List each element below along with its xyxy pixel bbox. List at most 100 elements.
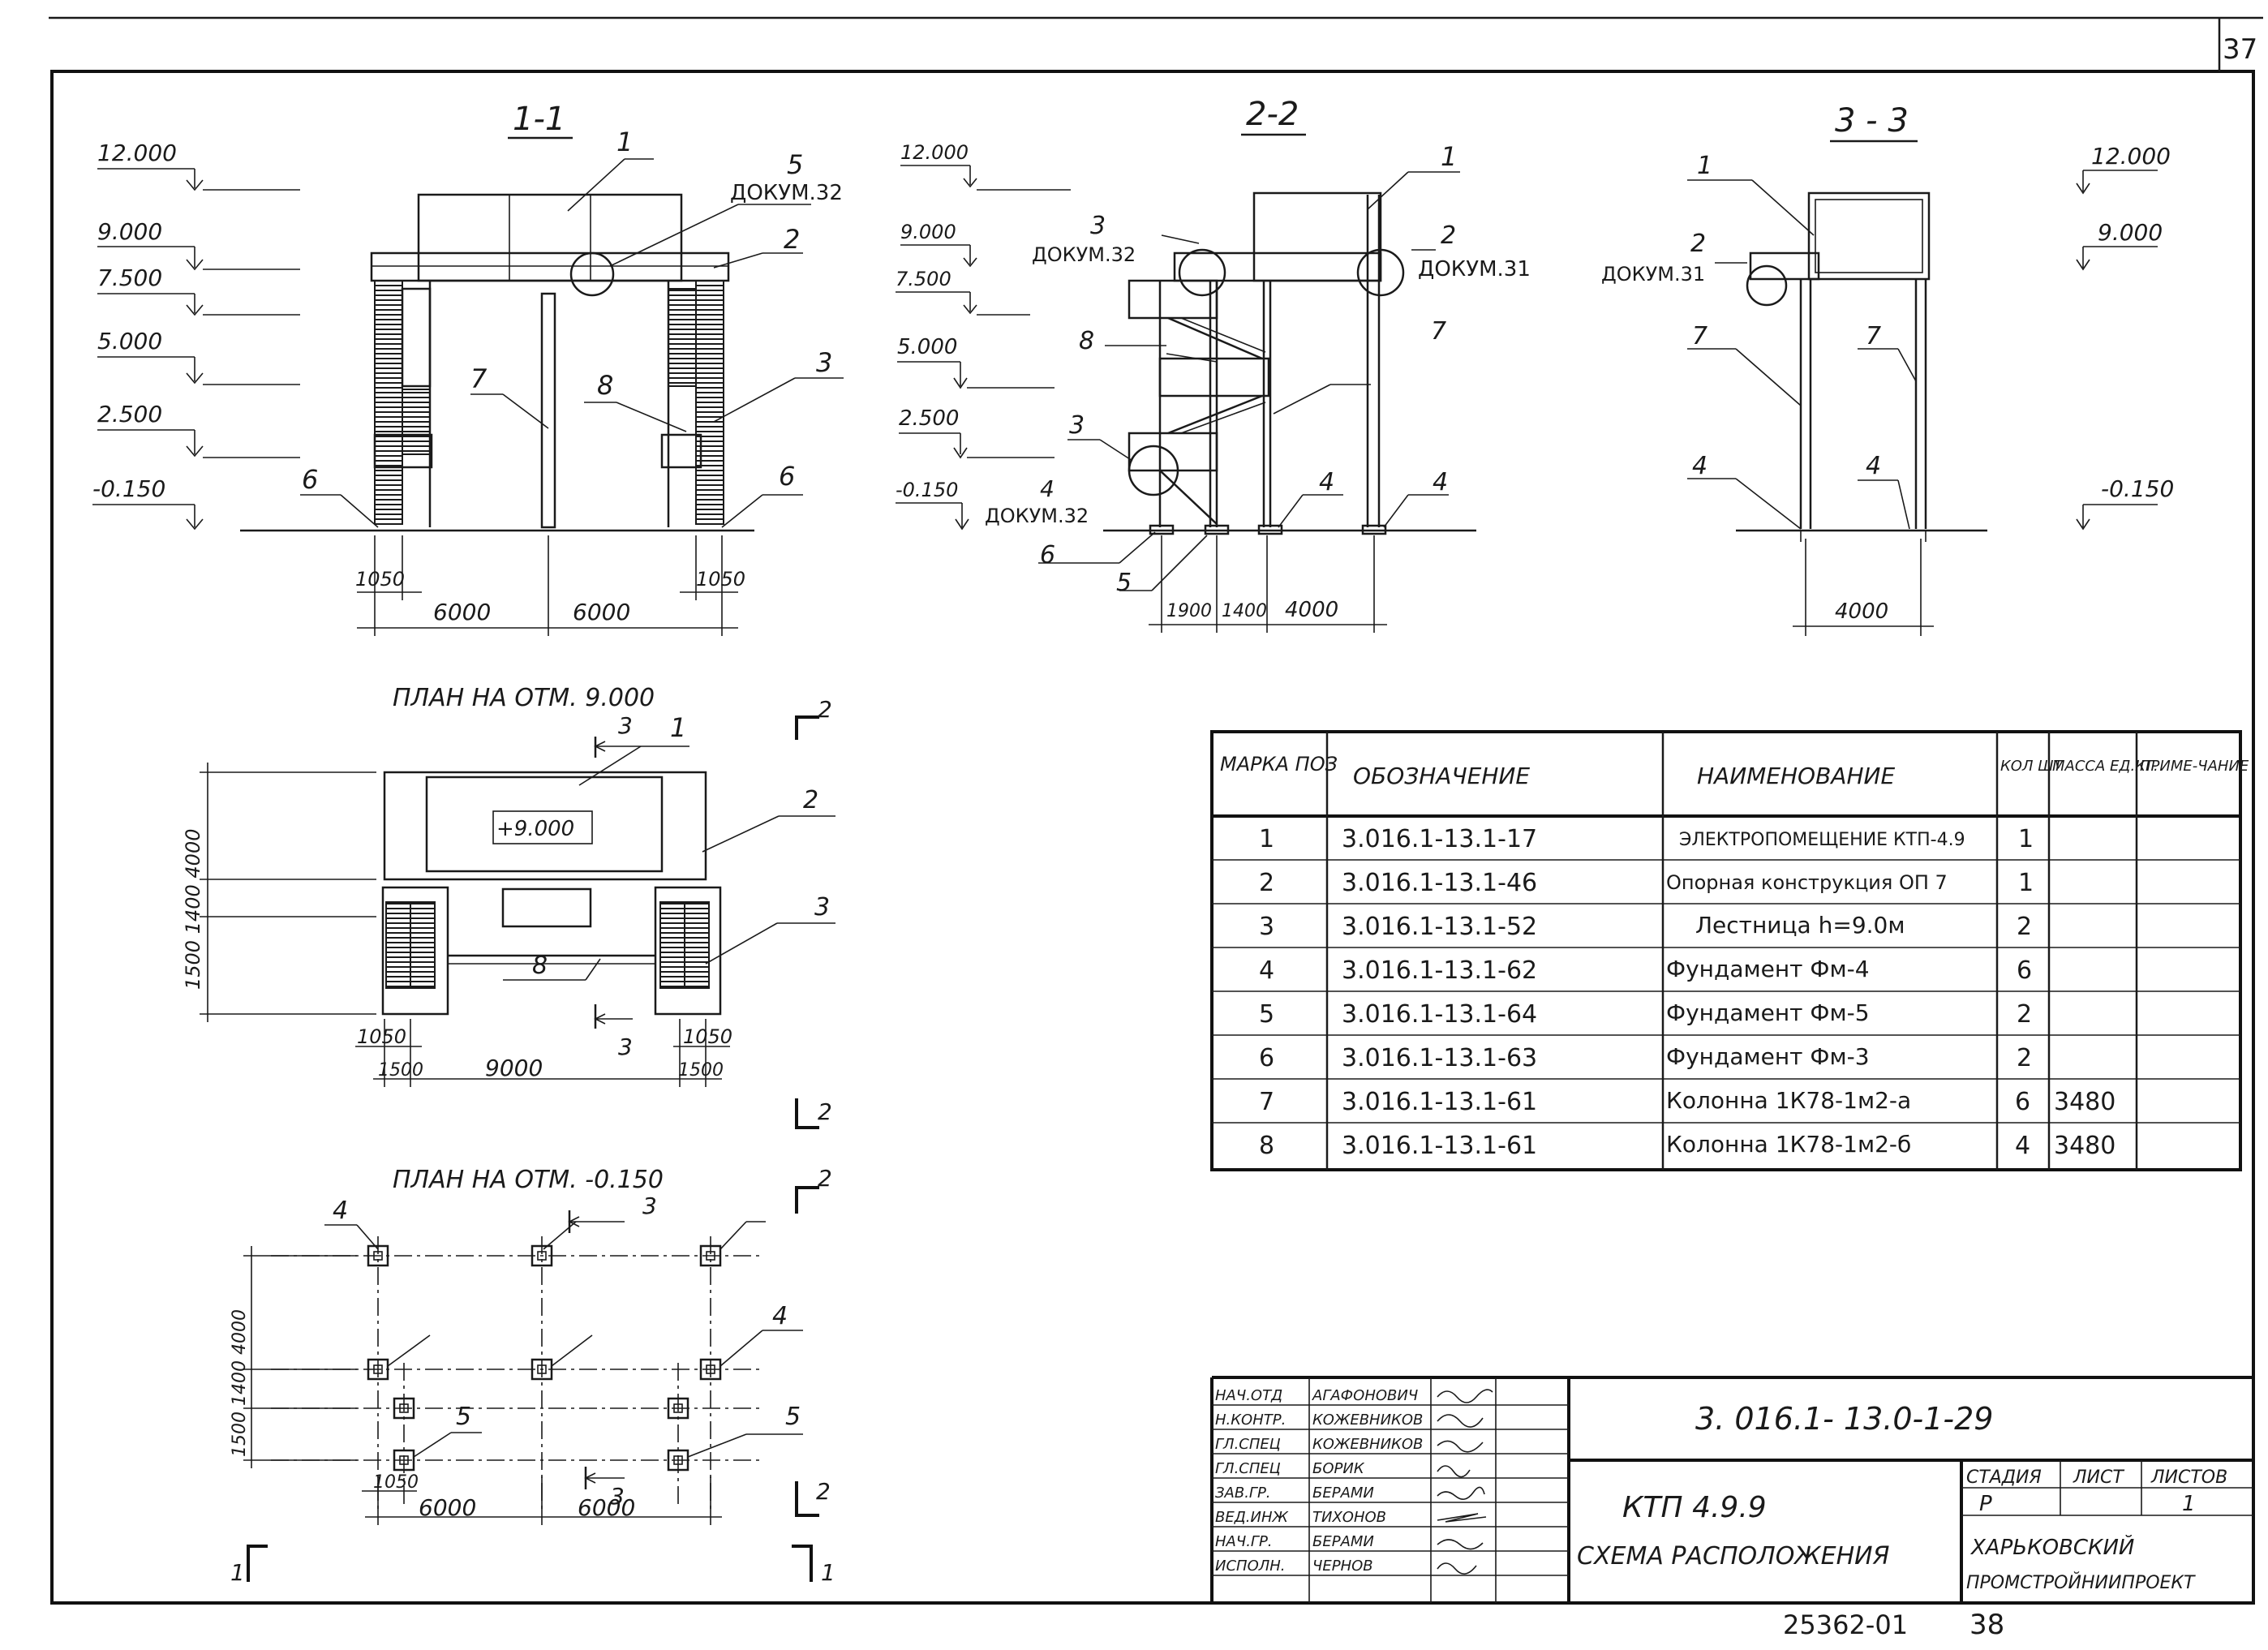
title-block: 3. 016.1- 13.0-1-29 КТП 4.9.9 СХЕМА РАСП… — [1210, 1376, 2253, 1603]
leaders-plan-9000 — [503, 746, 835, 981]
level-5000: 5.000 — [97, 328, 162, 354]
dims-1-1 — [357, 535, 738, 636]
stage-header: СТАДИЯ — [1966, 1467, 2042, 1488]
callout-1: 1 — [1441, 141, 1457, 172]
cell-pos: 1 — [1259, 825, 1274, 853]
dims-3-3 — [1793, 539, 1934, 636]
callout-7: 7 — [470, 363, 488, 394]
cell-designation: 3.016.1-13.1-61 — [1342, 1132, 1537, 1160]
cell-qty: 1 — [2018, 825, 2034, 853]
footings — [367, 1244, 722, 1472]
section-2-2-title: 2-2 — [1246, 96, 1299, 133]
handwritten-signatures — [1437, 1389, 1493, 1575]
callout-5-left: 5 — [456, 1403, 471, 1431]
table-row: 5 3.016.1-13.1-64 Фундамент Фм-5 2 — [1259, 999, 2032, 1029]
stage-value: Р — [1979, 1492, 1992, 1516]
bottom-page: 38 — [1969, 1609, 2004, 1641]
cut-mark-1-left: 1 — [230, 1559, 245, 1586]
dims-plan-0150 — [243, 1246, 722, 1525]
level-2500: 2.500 — [899, 406, 959, 431]
leaders-plan-0150 — [324, 1221, 803, 1458]
callout-1: 1 — [670, 712, 686, 743]
level-9000: 9.000 — [2098, 219, 2163, 246]
signature-row: ГЛ.СПЕЦ КОЖЕВНИКОВ — [1215, 1436, 1423, 1453]
level-12000: 12.000 — [900, 141, 969, 164]
role: ГЛ.СПЕЦ — [1215, 1460, 1281, 1477]
cell-pos: 4 — [1259, 956, 1274, 985]
callout-1: 1 — [1697, 152, 1712, 180]
cell-name: Фундамент Фм-3 — [1666, 1043, 1870, 1070]
dim-6000-left: 6000 — [433, 599, 491, 625]
dims-2-2 — [1149, 535, 1387, 633]
level-marks-1-1: 12.000 9.000 7.500 5.000 2.500 -0.150 — [92, 140, 300, 531]
doc-ref-32-bottom: ДОКУМ.32 — [985, 505, 1089, 527]
callout-4-left: 4 — [1692, 452, 1707, 480]
signer: АГАФОНОВИЧ — [1312, 1387, 1418, 1404]
plan-9000: ПЛАН НА ОТМ. 9.000 +9.000 2 2 3 1 2 — [182, 684, 835, 1129]
signer: БОРИК — [1312, 1460, 1365, 1477]
leaders-3-3 — [1687, 179, 1917, 530]
role: НАЧ.ГР. — [1215, 1533, 1273, 1550]
dim-6000-right: 6000 — [573, 599, 630, 625]
cell-name: Колонна 1К78-1м2-б — [1666, 1131, 1911, 1158]
signature-row: НАЧ.ОТД АГАФОНОВИЧ — [1215, 1387, 1418, 1404]
level-2500: 2.500 — [97, 401, 162, 428]
dim-1900: 1900 — [1166, 601, 1212, 621]
callout-6-right: 6 — [779, 461, 795, 492]
role: ЗАВ.ГР. — [1215, 1485, 1271, 1502]
cell-designation: 3.016.1-13.1-17 — [1342, 825, 1537, 853]
role: ИСПОЛН. — [1215, 1558, 1286, 1575]
signature-row: Н.КОНТР. КОЖЕВНИКОВ — [1215, 1412, 1423, 1429]
cell-pos: 3 — [1259, 913, 1274, 941]
cell-qty: 6 — [2015, 1088, 2030, 1116]
cell-qty: 2 — [2017, 1000, 2032, 1029]
callout-1: 1 — [616, 127, 633, 157]
callout-5-right: 5 — [785, 1403, 801, 1431]
cell-designation: 3.016.1-13.1-63 — [1342, 1044, 1537, 1072]
level-minus0150: -0.150 — [2101, 475, 2174, 502]
signer: ТИХОНОВ — [1312, 1509, 1386, 1526]
cell-qty: 6 — [2017, 956, 2032, 985]
drawing-name: СХЕМА РАСПОЛОЖЕНИЯ — [1577, 1542, 1890, 1571]
callout-4-left: 4 — [1040, 475, 1055, 502]
dim-4000: 4000 — [1285, 598, 1338, 622]
cell-pos: 2 — [1259, 869, 1274, 897]
level-7500: 7.500 — [97, 264, 162, 291]
doc-ref-31: ДОКУМ.31 — [1418, 257, 1531, 281]
plan-9000-title: ПЛАН НА ОТМ. 9.000 — [393, 684, 655, 712]
cell-pos: 5 — [1259, 1000, 1274, 1029]
dim-1400: 1400 — [1222, 601, 1267, 621]
section-3-3: 3 - 3 12.000 9.000 -0.150 1 2 — [1601, 102, 2174, 636]
th-mark: МАРКА ПОЗ — [1220, 753, 1338, 776]
cut-mark-1-right: 1 — [821, 1559, 835, 1586]
signer: ЧЕРНОВ — [1312, 1558, 1373, 1575]
table-row: 2 3.016.1-13.1-46 Опорная конструкция ОП… — [1259, 869, 2034, 897]
dim-1050: 1050 — [373, 1472, 419, 1493]
cell-name: Фундамент Фм-5 — [1666, 999, 1870, 1026]
cell-name: Фундамент Фм-4 — [1666, 956, 1870, 982]
dim-vertical: 1500 1400 4000 — [230, 1309, 250, 1457]
doc-ref-32-top: ДОКУМ.32 — [1032, 243, 1136, 266]
section-3-3-title: 3 - 3 — [1835, 102, 1909, 140]
cell-designation: 3.016.1-13.1-52 — [1342, 913, 1537, 941]
cell-name: ЭЛЕКТРОПОМЕЩЕНИЕ КТП-4.9 — [1679, 830, 1965, 850]
role: НАЧ.ОТД — [1215, 1387, 1282, 1404]
cell-name: Лестница h=9.0м — [1695, 912, 1905, 939]
cell-designation: 3.016.1-13.1-46 — [1342, 869, 1537, 897]
cell-designation: 3.016.1-13.1-64 — [1342, 1000, 1537, 1029]
callout-3: 3 — [618, 712, 633, 739]
role: ВЕД.ИНЖ — [1215, 1509, 1289, 1526]
cell-qty: 2 — [2017, 1044, 2032, 1072]
role: Н.КОНТР. — [1215, 1412, 1286, 1429]
signature-row: ЗАВ.ГР. БЕРАМИ — [1215, 1485, 1374, 1502]
th-mass: МАССА ЕД.КГ. — [2052, 758, 2158, 775]
doc-ref: ДОКУМ.32 — [730, 181, 843, 205]
cut-mark-2-top: 2 — [818, 1165, 832, 1192]
callout-4-right: 4 — [772, 1302, 788, 1330]
sheet-value: 1 — [2182, 1492, 2196, 1516]
cell-pos: 8 — [1259, 1132, 1274, 1160]
org-line1: ХАРЬКОВСКИЙ — [1969, 1534, 2134, 1560]
callout-7-right: 7 — [1866, 322, 1881, 350]
level-5000: 5.000 — [897, 335, 957, 359]
level-marks-2-2: 12.000 9.000 7.500 5.000 2.500 -0.150 — [896, 141, 1071, 531]
